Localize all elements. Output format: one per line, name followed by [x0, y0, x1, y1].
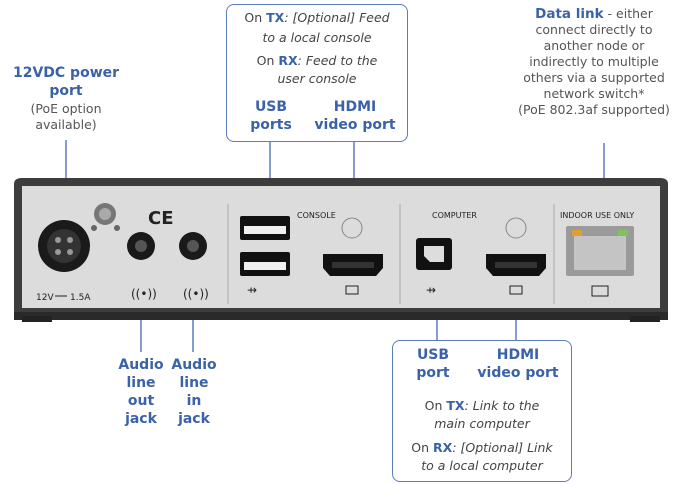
foot-right	[630, 316, 660, 322]
chassis-base	[14, 312, 668, 320]
power-voltage-label: 12V	[36, 293, 54, 303]
bottom-callout-box	[392, 340, 572, 482]
rj45-led-amber	[572, 230, 582, 236]
audio-in-icon: ((•))	[183, 287, 209, 301]
top-tx-line: On TX: [Optional] Feed	[244, 10, 390, 25]
bottom-rx-line: On RX: [Optional] Link	[411, 440, 553, 455]
console-label: CONSOLE	[297, 211, 336, 220]
indoor-use-label: INDOOR USE ONLY	[560, 211, 634, 220]
top-rx-line2: user console	[277, 71, 357, 86]
bottom-rx-line2: to a local computer	[421, 458, 543, 473]
console-display-icon	[345, 285, 359, 295]
bottom-tx-line: On TX: Link to the	[424, 398, 540, 413]
foot-left	[22, 316, 52, 322]
console-button	[341, 217, 363, 239]
top-callout-box	[226, 4, 408, 142]
top-tx-line2: to a local console	[262, 30, 372, 45]
power-rating-label: 1.5A	[70, 293, 91, 303]
panel-face	[22, 186, 660, 308]
rj45-led-green	[618, 230, 628, 236]
network-icon	[591, 285, 609, 297]
computer-usb-icon: ⇸	[426, 283, 436, 297]
computer-display-icon	[509, 285, 523, 295]
data-link-text: Data link - either connect directly to a…	[518, 6, 670, 117]
audio-out-icon: ((•))	[131, 287, 157, 301]
computer-label: COMPUTER	[432, 211, 477, 220]
device-rear-panel: 12V 1.5A CE ((•)) ((•)) CONSOLE ⇸ COMPUT…	[14, 178, 668, 322]
power-port-inner	[47, 229, 81, 263]
computer-button	[505, 217, 527, 239]
console-usb-icon: ⇸	[247, 283, 257, 297]
top-rx-line: On RX: Feed to the	[256, 53, 378, 68]
bottom-tx-line2: main computer	[434, 416, 530, 431]
ce-mark: CE	[148, 208, 174, 229]
